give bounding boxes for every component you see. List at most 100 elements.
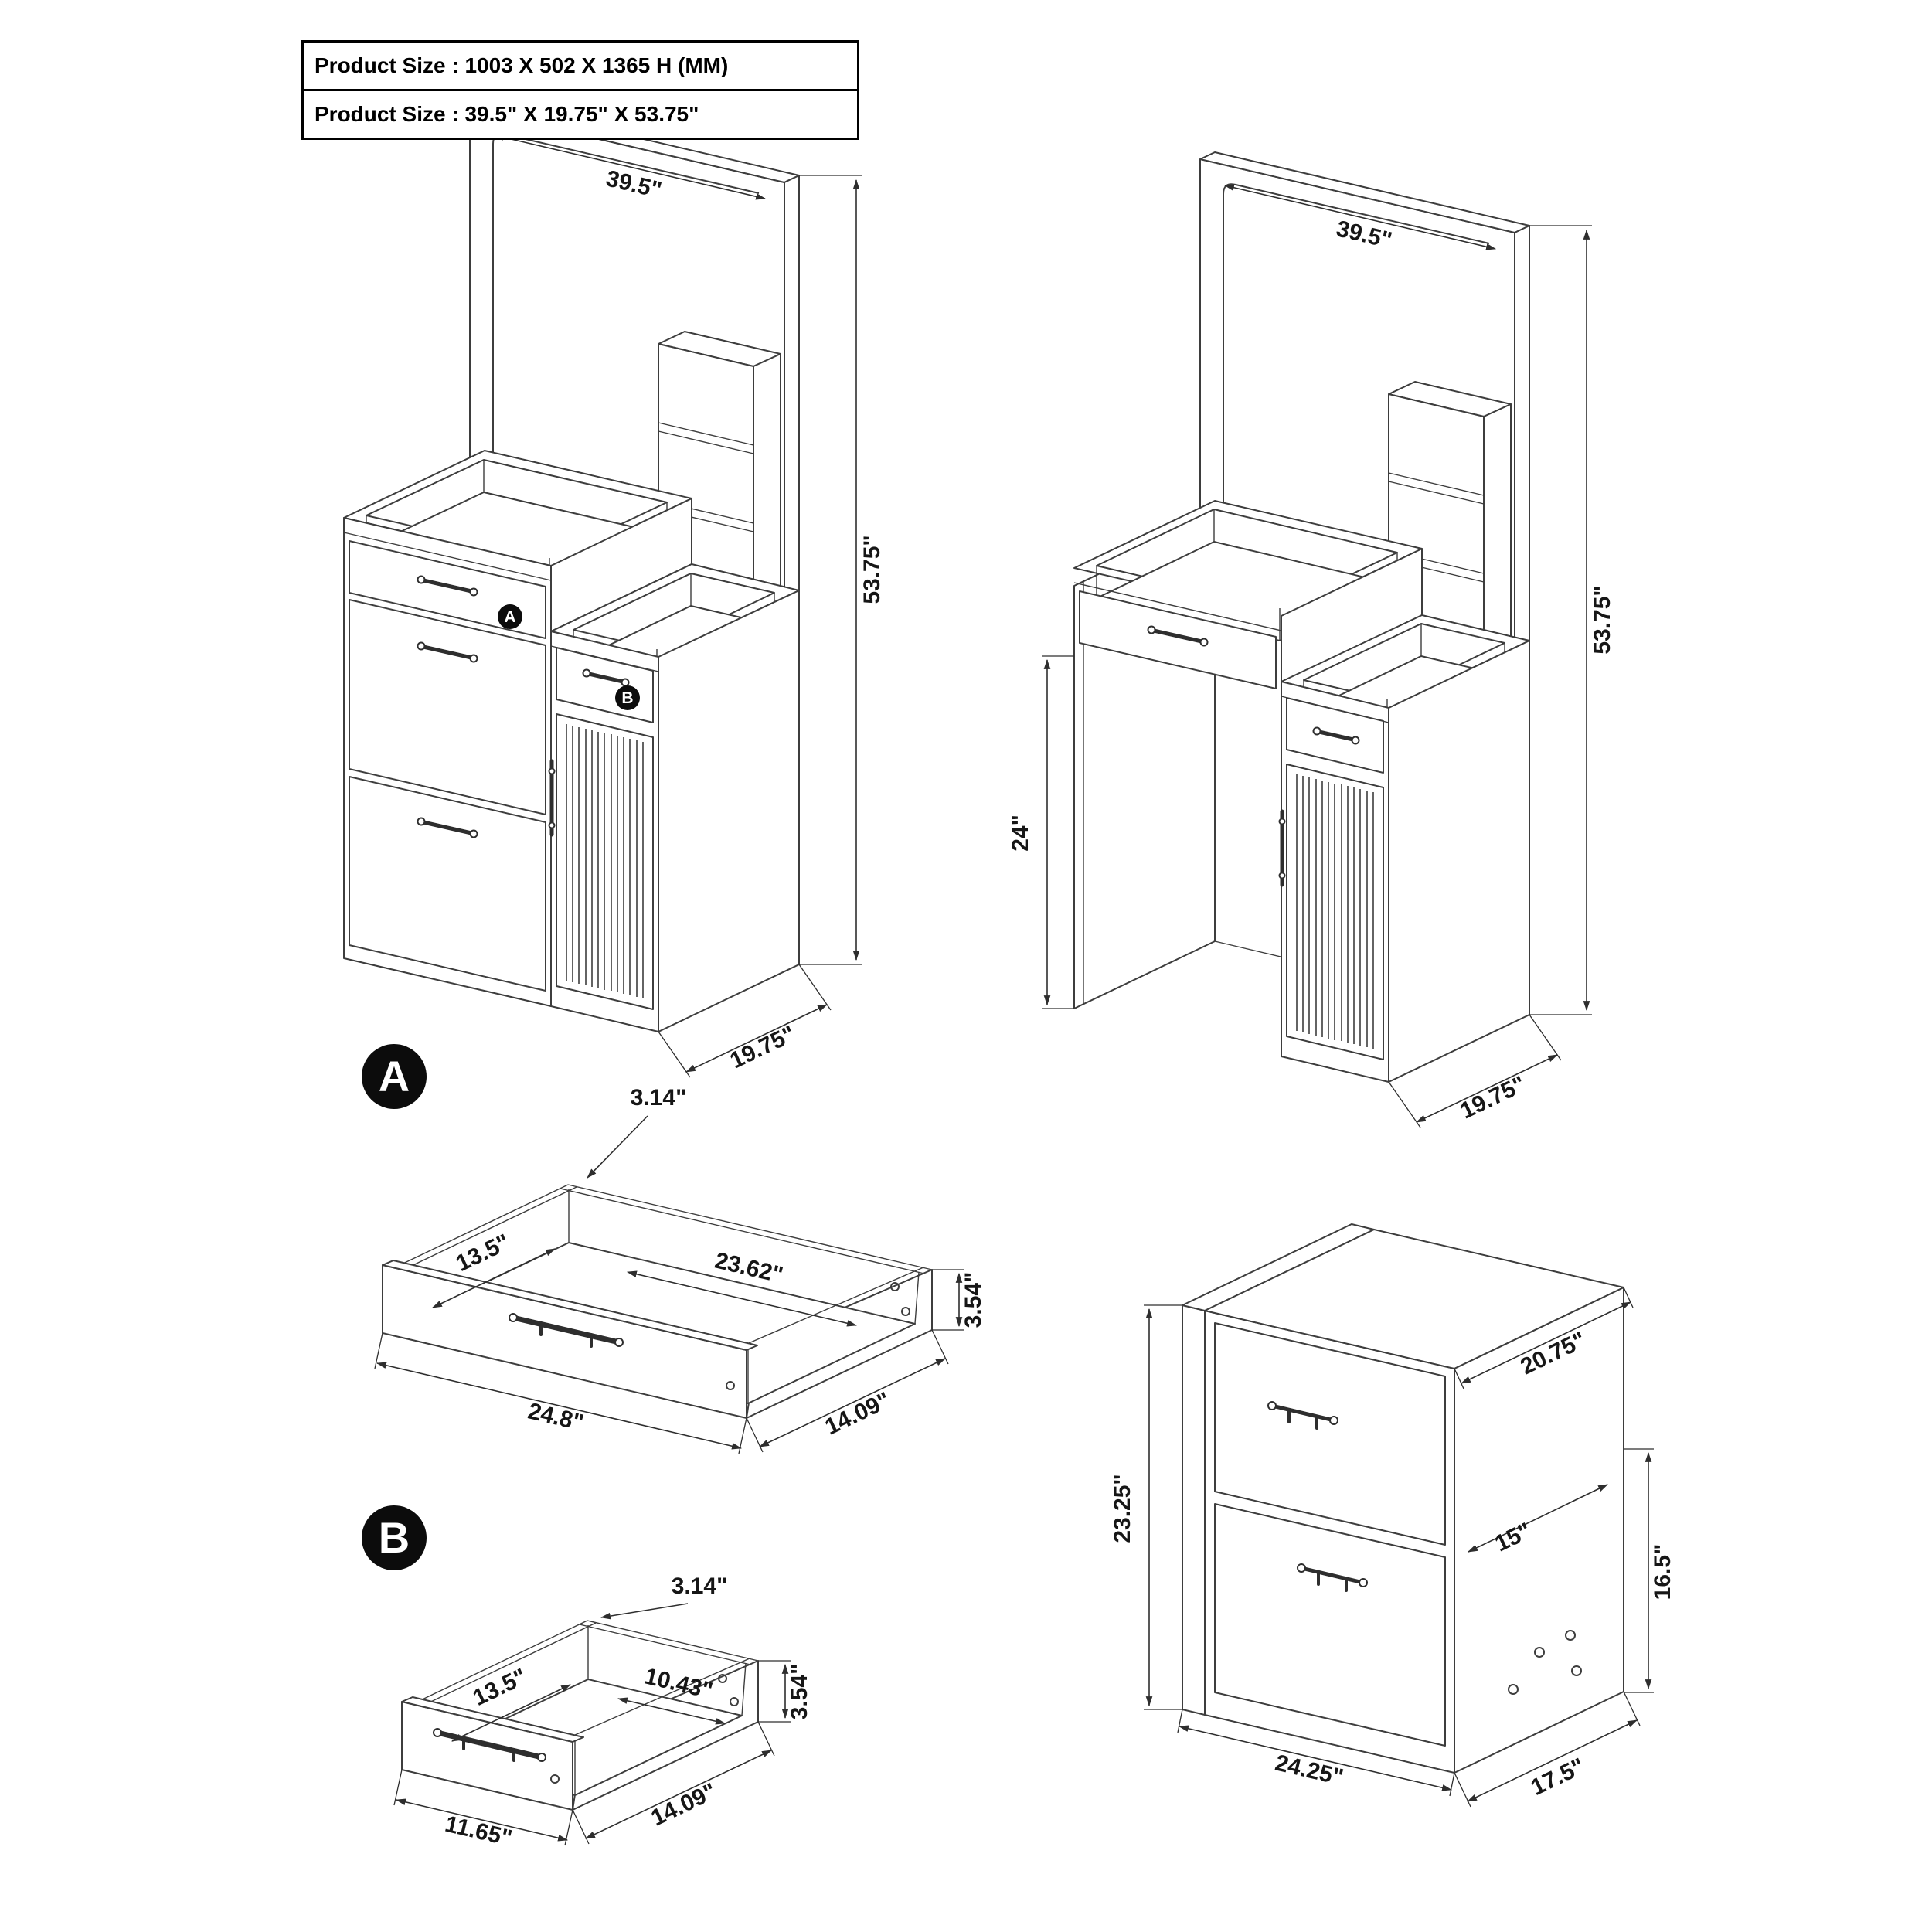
dim-outer-depth: 14.09": [821, 1387, 895, 1440]
dim-knee-height: 24": [1008, 815, 1033, 852]
drawer-1-handle: [1273, 1404, 1333, 1422]
screw-hole: [890, 1282, 900, 1291]
cabinet-detail: 20.75" 15" 16.5" 23.25" 24.25" 17.5": [1110, 1223, 1675, 1808]
wall-top-edges: [393, 1184, 933, 1344]
badge-b-marker: [615, 685, 640, 710]
handle-ball: [1297, 1563, 1306, 1573]
handle-ball: [469, 829, 478, 838]
handle-ball: [1312, 726, 1321, 736]
detail-a-badge-label: A: [379, 1052, 410, 1100]
ext-line: [1529, 225, 1592, 1015]
vanity-open-view: 39.5" 53.75" 24" 19.75": [1008, 151, 1615, 1128]
handle-ball: [509, 1313, 518, 1322]
handle-posts: [1287, 1410, 1318, 1430]
door-slats: [1296, 774, 1374, 1049]
screw-hole: [1534, 1647, 1545, 1658]
dim-side-height: 16.5": [1650, 1544, 1675, 1600]
desk-front-band: [343, 532, 552, 581]
dim-line-depth: [1467, 1719, 1638, 1802]
dim-height: 53.75": [1590, 585, 1615, 654]
apron-drawer-front: [1079, 590, 1277, 689]
handle-ball: [548, 821, 556, 829]
dim-line-outer-depth: [759, 1358, 946, 1447]
ext-line: [1144, 1304, 1182, 1710]
detail-b-badge: [362, 1505, 427, 1570]
dim-line-depth: [685, 1004, 828, 1073]
ext-line: [1454, 1287, 1634, 1389]
dim-line-top-depth: [1461, 1301, 1631, 1384]
drawer-b-handle: [587, 672, 625, 684]
drawer-2-handle: [1302, 1566, 1362, 1584]
drawer-2-handle: [421, 820, 474, 835]
screw-hole: [730, 1697, 739, 1706]
handle-ball: [1267, 1401, 1277, 1410]
drawer-a-front: [349, 540, 546, 639]
drawer-a-handle: [421, 578, 474, 594]
handle-ball: [1359, 1578, 1368, 1587]
screw-hole: [1571, 1665, 1582, 1676]
drawer-a-detail: A 3.14" 13.5" 23.62" 3.54" 24.8" 14.09": [362, 1044, 986, 1454]
dim-line-depth: [1416, 1054, 1558, 1123]
ext-line: [658, 964, 832, 1078]
handle-ball: [582, 668, 591, 678]
dim-outer-width: 11.65": [443, 1811, 515, 1852]
handle-ball: [469, 654, 478, 663]
dim-inner-depth: 13.5": [452, 1230, 514, 1277]
drawer-b-handle: [1317, 730, 1355, 742]
dim-line-inner-depth: [451, 1684, 571, 1742]
badge-a-marker: [498, 604, 522, 629]
badge-a-label: A: [504, 608, 515, 626]
detail-a-badge: [362, 1044, 427, 1109]
handle-ball: [1278, 818, 1286, 825]
ext-line: [1388, 1014, 1562, 1128]
shelf-side: [1483, 403, 1512, 652]
handle-ball: [417, 817, 426, 826]
ext-line: [758, 1660, 791, 1723]
handle-ball: [1329, 1416, 1338, 1425]
handle-ball: [417, 575, 426, 584]
badge-b-label: B: [621, 689, 633, 707]
drawer-1-front: [1214, 1322, 1446, 1546]
drawer-1-handle: [421, 645, 474, 660]
dim-line-outer-width: [376, 1362, 743, 1450]
dim-line-inner-depth: [1468, 1484, 1608, 1553]
screw-hole: [1508, 1684, 1519, 1695]
dim-line-inner-width: [626, 1270, 858, 1327]
dim-outer-width: 24.8": [526, 1398, 586, 1436]
dim-depth: 19.75": [1457, 1071, 1530, 1124]
door-slats: [566, 724, 644, 998]
dim-top-thickness: 3.14": [672, 1573, 728, 1599]
pedestal-side: [1388, 640, 1530, 1083]
drawer-handle-bar: [513, 1315, 619, 1345]
dim-line-outer-width: [395, 1798, 569, 1842]
desk-tray-corners: [1096, 509, 1398, 641]
wall-top-edges: [412, 1620, 759, 1736]
drawer-1-front: [349, 599, 546, 815]
handle-ball: [1278, 872, 1286, 879]
handle-ball: [537, 1753, 546, 1762]
handle-ball: [621, 678, 630, 687]
screw-hole: [1565, 1630, 1576, 1641]
handle-ball: [614, 1338, 624, 1347]
pedestal-side: [658, 590, 800, 1032]
dim-line-width: [1223, 184, 1497, 250]
product-size-table: Product Size : 1003 X 502 X 1365 H (MM) …: [301, 40, 859, 140]
tall-side-panel: [1182, 1304, 1206, 1716]
product-size-inches: Product Size : 39.5" X 19.75" X 53.75": [315, 102, 699, 126]
screw-hole: [550, 1774, 560, 1784]
dim-line-inner-depth: [432, 1248, 556, 1308]
handle-ball: [1199, 638, 1209, 647]
leader-top-thickness: [600, 1603, 689, 1620]
dim-depth: 17.5": [1527, 1753, 1589, 1801]
screw-hole: [901, 1307, 910, 1316]
dim-top-thickness: 3.14": [631, 1085, 687, 1111]
handle-ball: [1147, 625, 1156, 634]
drawer-2-front: [349, 776, 546, 992]
dim-line-inner-width: [617, 1697, 726, 1725]
dim-side-height: 3.54": [961, 1272, 986, 1328]
dim-height: 53.75": [859, 535, 885, 604]
leader-top-thickness: [587, 1115, 648, 1179]
drawer-b-detail: B 3.14" 13.5" 10.43" 3.54" 11.65" 14.09": [362, 1505, 812, 1852]
mirror-side-edge: [1514, 225, 1530, 655]
